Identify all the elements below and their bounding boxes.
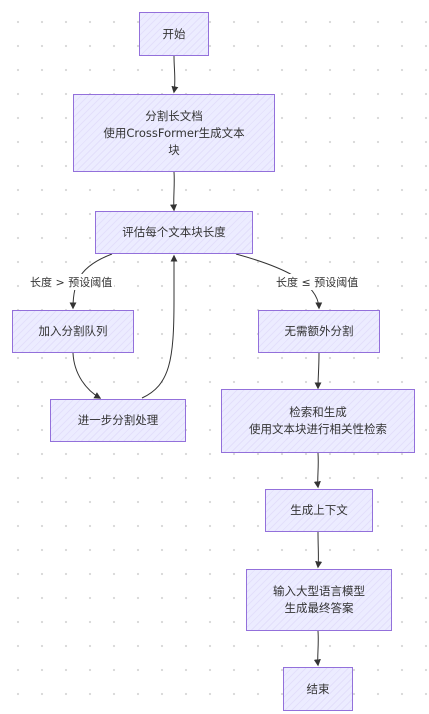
node-add-to-queue[interactable]: 加入分割队列 — [12, 310, 134, 353]
node-input-llm[interactable]: 输入大型语言模型 生成最终答案 — [246, 569, 392, 631]
node-llm-line-2: 生成最终答案 — [284, 601, 354, 615]
node-retrieve-line-1: 检索和生成 — [289, 405, 347, 419]
node-generate-context[interactable]: 生成上下文 — [265, 489, 373, 532]
node-context-line-1: 生成上下文 — [290, 503, 348, 517]
node-no-extra-split[interactable]: 无需额外分割 — [258, 310, 380, 353]
node-end-line-1: 结束 — [306, 681, 330, 696]
node-llm-line-1: 输入大型语言模型 — [273, 584, 365, 598]
node-further-line-1: 进一步分割处理 — [77, 413, 159, 427]
node-end[interactable]: 结束 — [283, 667, 353, 711]
node-queue-line-1: 加入分割队列 — [38, 324, 108, 338]
edge-label-less-equal: 长度 ≤ 预设阈值 — [274, 274, 361, 290]
node-retrieve-generate[interactable]: 检索和生成 使用文本块进行相关性检索 — [221, 389, 415, 453]
edge-retrieve-context — [313, 452, 321, 489]
node-start[interactable]: 开始 — [139, 12, 209, 56]
node-evaluate-line-1: 评估每个文本块长度 — [122, 225, 226, 239]
node-start-line-1: 开始 — [162, 26, 186, 41]
edge-queue-further — [72, 352, 102, 399]
edge-further-evaluate — [141, 254, 178, 399]
node-evaluate-length[interactable]: 评估每个文本块长度 — [95, 211, 253, 254]
edge-llm-end — [313, 630, 321, 667]
node-split-document[interactable]: 分割长文档 使用CrossFormer生成文本 块 — [73, 94, 275, 172]
node-nosplit-line-1: 无需额外分割 — [284, 324, 354, 338]
node-retrieve-line-2: 使用文本块进行相关性检索 — [249, 422, 387, 436]
edge-start-split — [171, 55, 179, 94]
node-split-line-3: 块 — [168, 142, 180, 157]
edge-split-evaluate — [170, 171, 178, 212]
node-further-split[interactable]: 进一步分割处理 — [50, 399, 186, 442]
node-split-line-1: 分割长文档 — [145, 108, 203, 123]
edge-label-greater-than: 长度 > 预设阈值 — [28, 274, 115, 290]
node-split-line-2: 使用CrossFormer生成文本 — [103, 125, 245, 140]
edge-nosplit-retrieve — [314, 352, 322, 390]
